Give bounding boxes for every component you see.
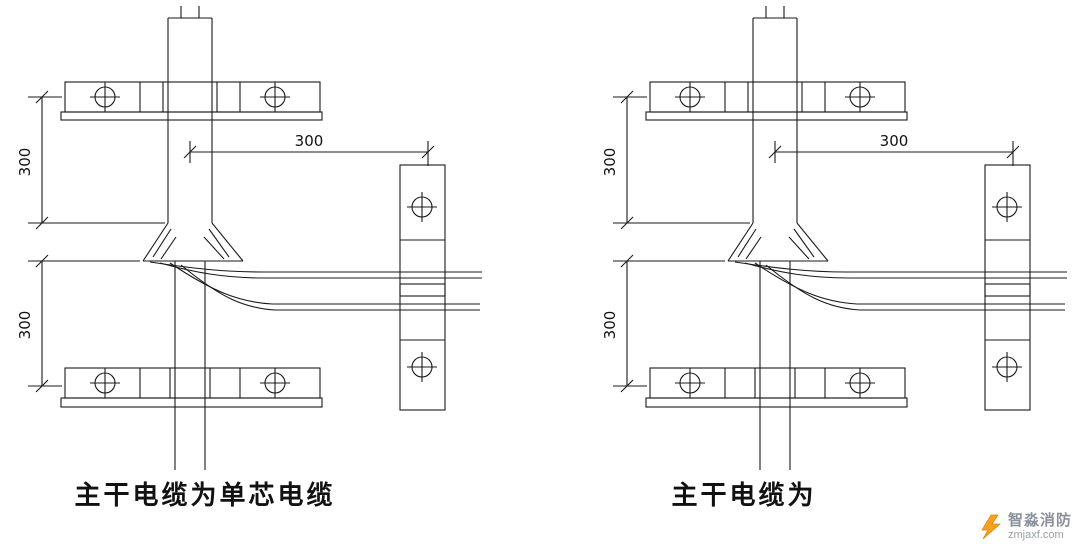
- dim-label-horizontal-left: 300: [295, 132, 324, 150]
- dim-label-vertical-bottom-left: 300: [16, 311, 34, 340]
- dimension-labels-left: 300 300 300: [16, 132, 323, 339]
- dim-label-horizontal-right: 300: [880, 132, 909, 150]
- dim-label-vertical-top-left: 300: [16, 148, 34, 177]
- cable-branch-diagram-left: [28, 6, 482, 470]
- cable-branch-diagram-right: [613, 6, 1067, 470]
- brand-url: zmjaxf.com: [1007, 529, 1064, 542]
- brand-name: 智淼消防: [1007, 512, 1072, 530]
- lightning-bolt-icon: [981, 514, 1002, 540]
- caption-right: 主干电缆为: [671, 480, 816, 510]
- dimension-labels-right: 300 300 300: [601, 132, 908, 339]
- dim-label-vertical-bottom-right: 300: [601, 311, 619, 340]
- caption-left: 主干电缆为单芯电缆: [74, 480, 335, 510]
- watermark-text: 智淼消防 zmjaxf.com: [1008, 512, 1072, 542]
- dim-label-vertical-top-right: 300: [601, 148, 619, 177]
- watermark: 智淼消防 zmjaxf.com: [978, 512, 1072, 542]
